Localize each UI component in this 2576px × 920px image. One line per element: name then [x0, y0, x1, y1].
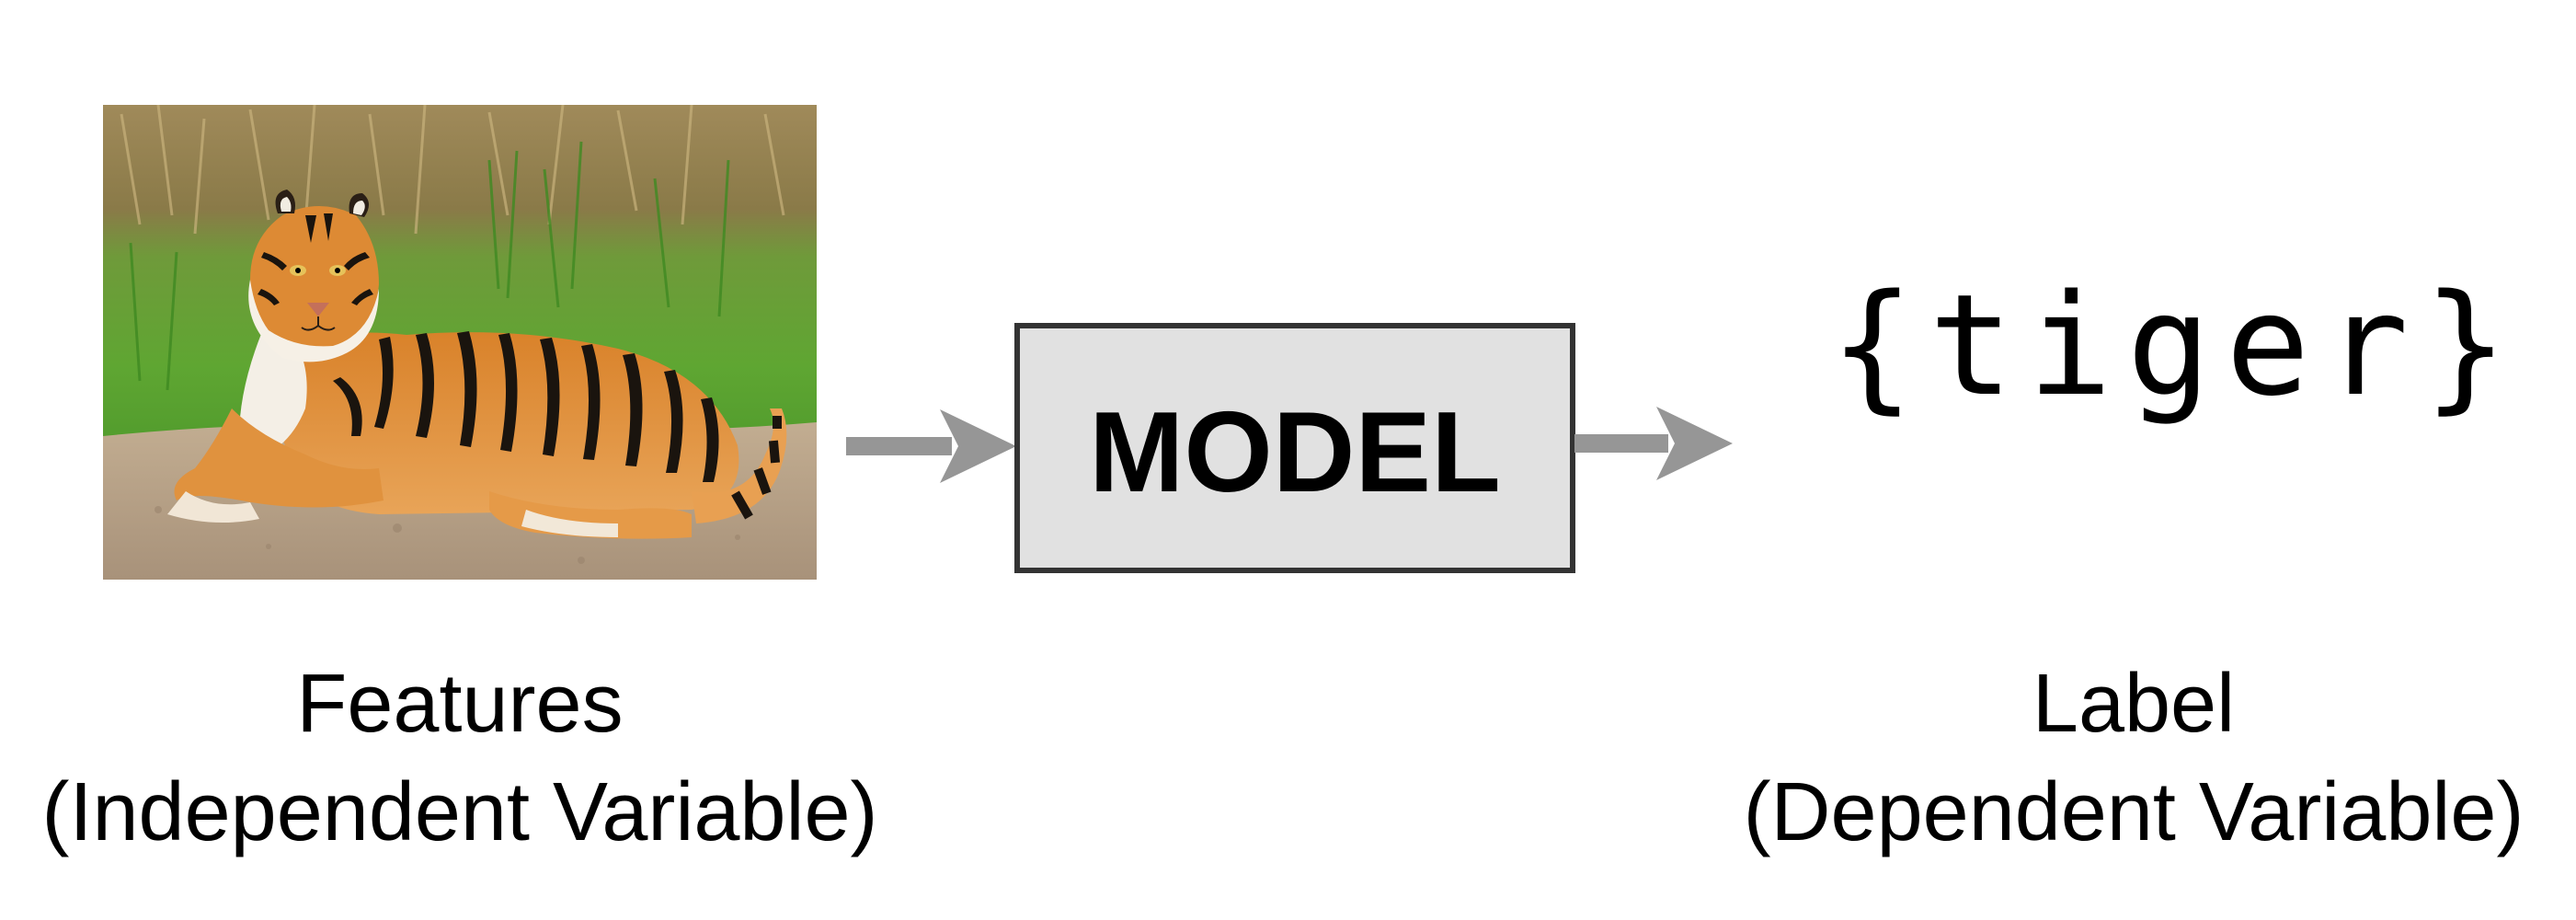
features-caption-title: Features [296, 658, 624, 750]
features-caption-subtitle: (Independent Variable) [41, 766, 878, 858]
label-caption-subtitle: (Dependent Variable) [1743, 766, 2524, 858]
label-caption-title: Label [2032, 658, 2236, 750]
input-arrow [846, 409, 1016, 483]
label-caption: Label (Dependent Variable) [1692, 650, 2575, 867]
output-arrow [1574, 407, 1733, 480]
model-label: MODEL [1089, 389, 1501, 516]
output-label-value: {tiger} [1830, 264, 2523, 427]
tiger-photo [103, 105, 817, 580]
features-caption: Features (Independent Variable) [0, 650, 920, 867]
model-box: MODEL [1014, 323, 1575, 573]
